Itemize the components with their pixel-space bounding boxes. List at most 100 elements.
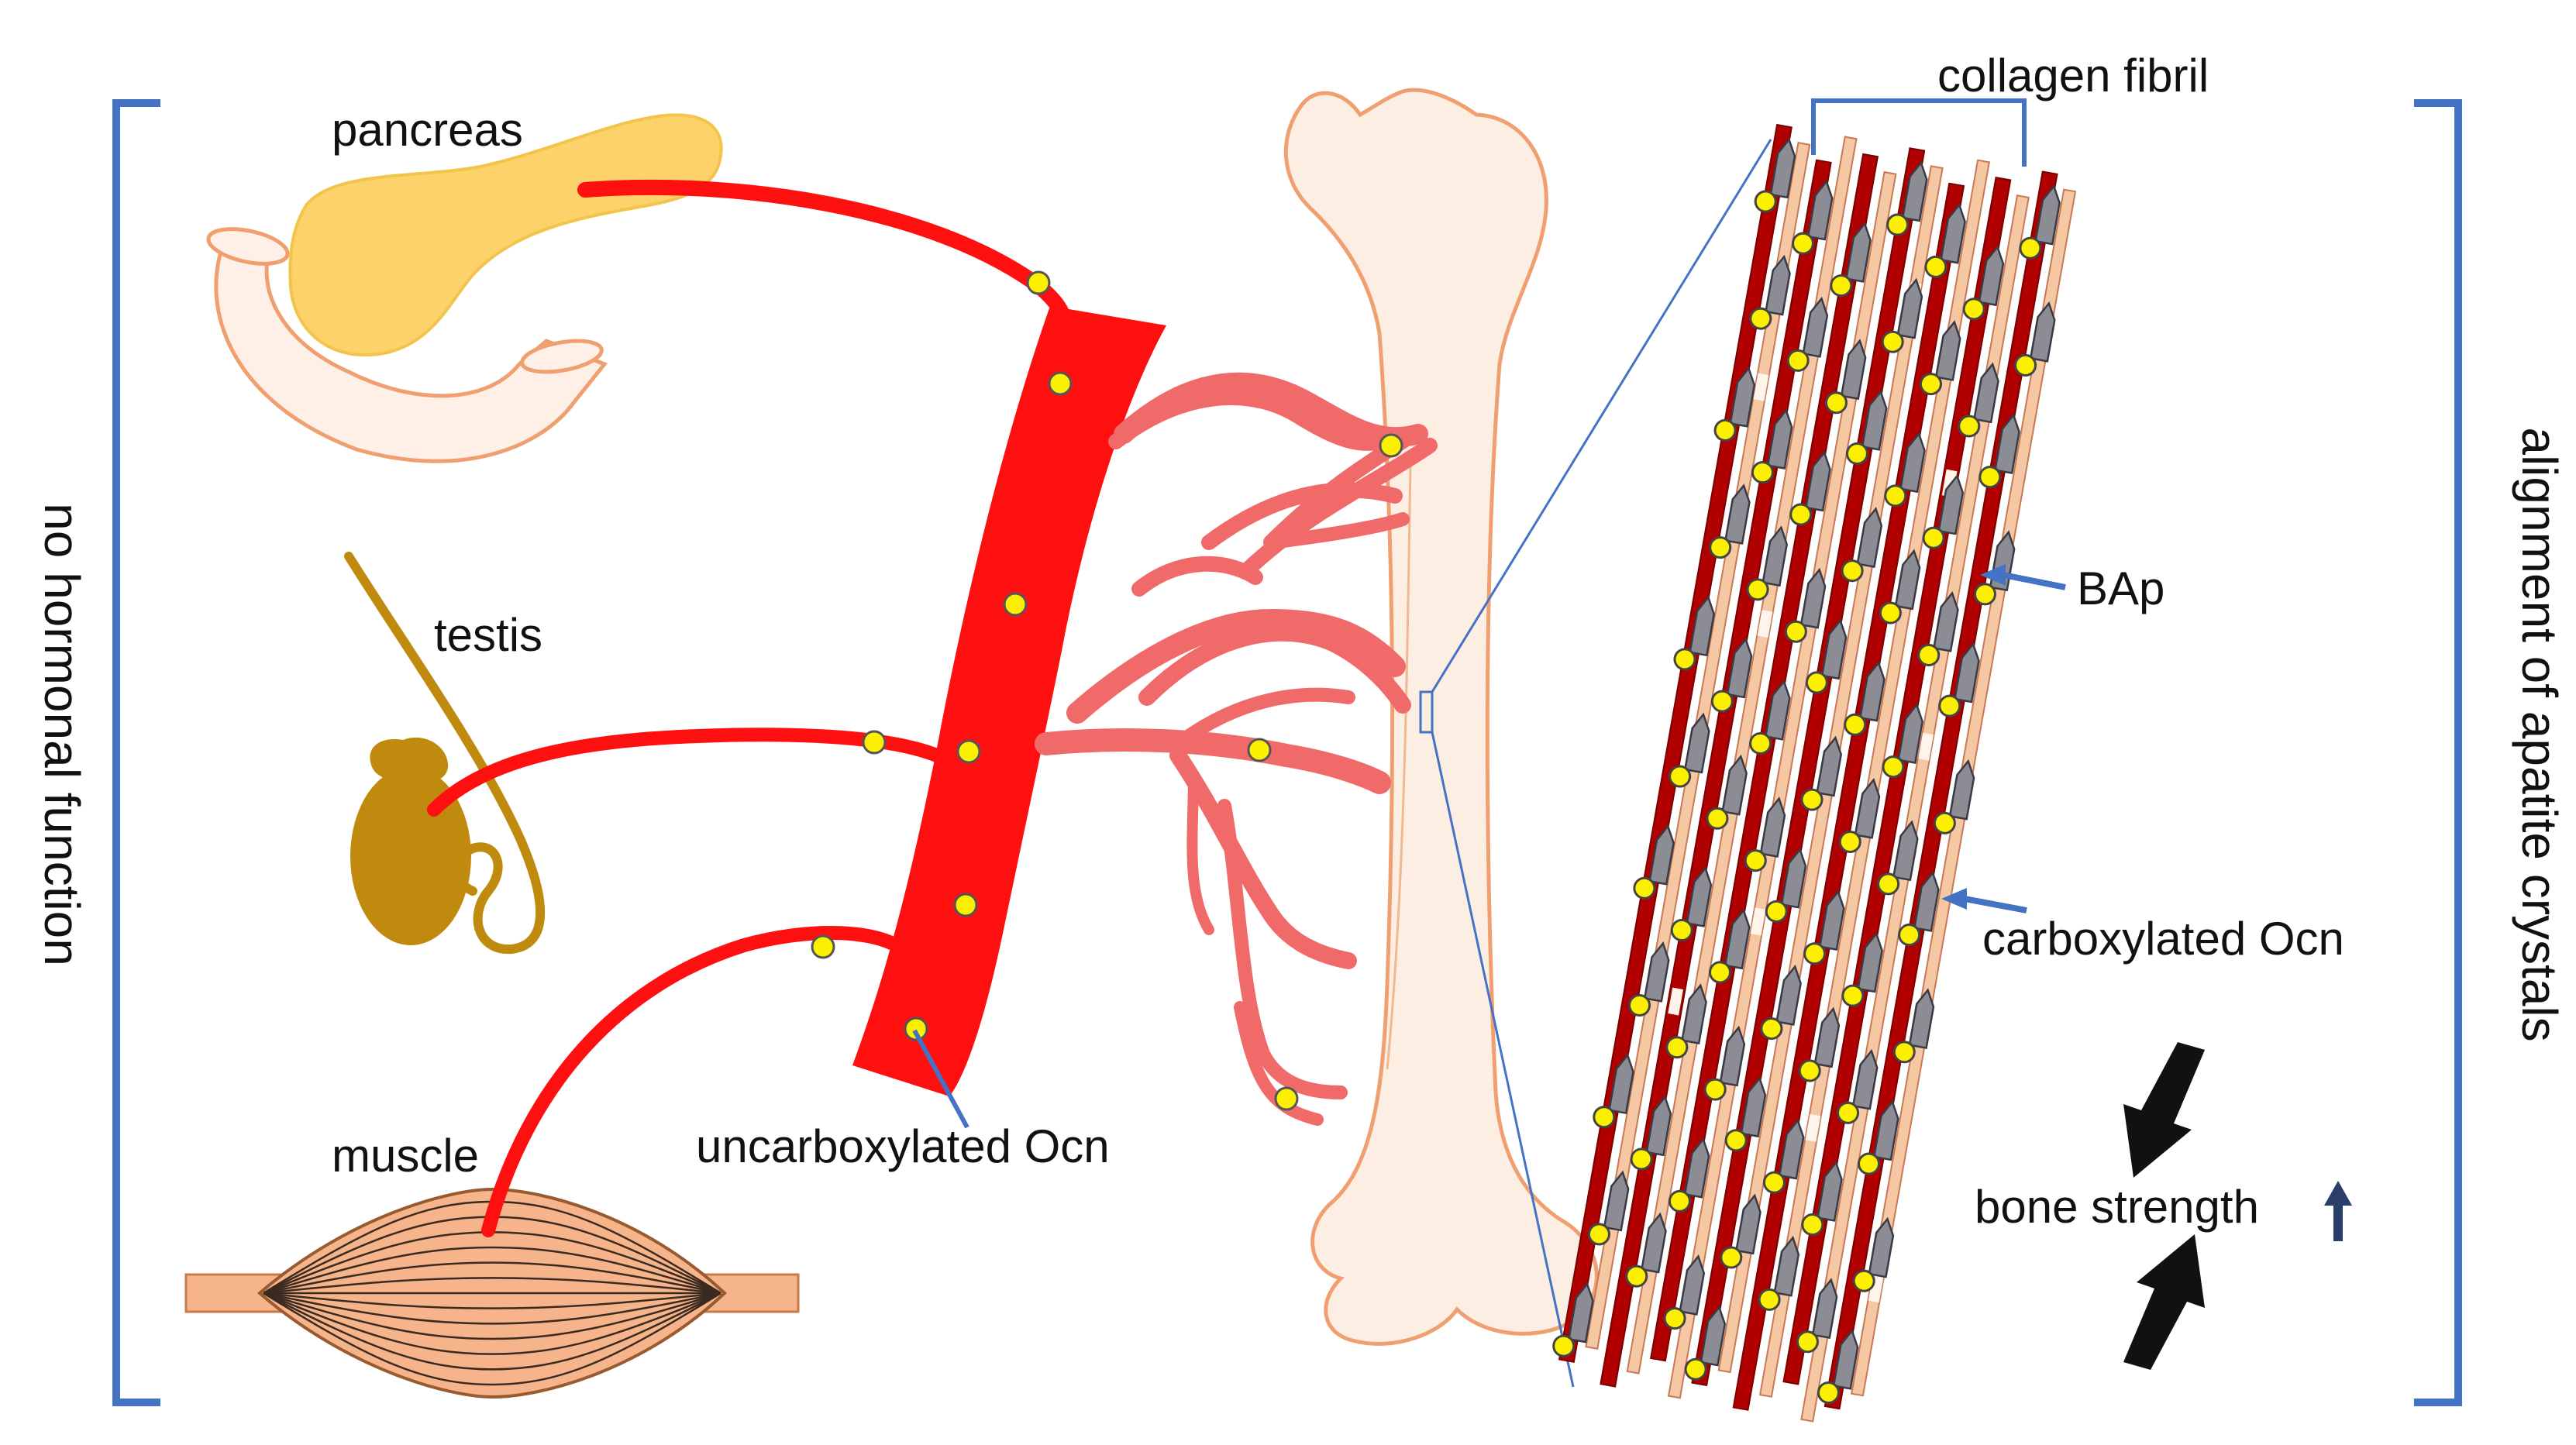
left-bracket: [112, 99, 160, 1406]
pancreas-body: [288, 113, 723, 357]
branch-mid-3: [1035, 728, 1391, 794]
ocn-dot: [904, 1017, 928, 1041]
apatite-crystal: [1844, 660, 1886, 736]
apatite-crystal: [1630, 1095, 1672, 1171]
vas-deferens: [344, 552, 546, 955]
branch-upper: [1108, 390, 1422, 597]
apatite-crystal: [1786, 296, 1829, 372]
muscle-fiber: [263, 1292, 721, 1340]
apatite-crystal: [1673, 595, 1715, 671]
femur-bone: [1283, 88, 1599, 1346]
apatite-crystal: [1805, 618, 1848, 694]
ocn-dot: [1003, 592, 1028, 617]
fibril-gap: [1750, 907, 1766, 936]
main-artery: [852, 306, 1166, 1096]
apatite-crystals: [1552, 137, 2061, 1404]
ocn-dot: [1048, 371, 1073, 396]
apatite-crystal: [1877, 820, 1919, 896]
compression-arrows-icon: [2123, 1042, 2205, 1370]
testis-label: testis: [434, 609, 542, 661]
apatite-crystal: [1892, 988, 1935, 1064]
bap-pointer: [2003, 572, 2066, 590]
vessel-pancreas: [577, 179, 1074, 349]
apatite-crystal: [2014, 301, 2056, 377]
right-bracket: [2414, 99, 2462, 1406]
carboxylated-ocn-pointer: [1964, 896, 2027, 913]
uncarboxylated-ocn-label: uncarboxylated Ocn: [696, 1120, 1110, 1172]
apatite-crystal: [1884, 432, 1926, 507]
muscle-fibers: [263, 1200, 721, 1386]
arrow-up-shaft: [2333, 1202, 2343, 1241]
branch-lower-2: [1217, 799, 1348, 1099]
branch-lower-3: [1234, 1001, 1324, 1126]
femur-shaft-line: [1386, 464, 1412, 1070]
muscle-icon: [184, 1187, 800, 1399]
apatite-crystal: [1744, 796, 1786, 872]
apatite-crystal: [1765, 847, 1807, 923]
collagen-fibril-label: collagen fibril: [1937, 50, 2209, 101]
apatite-crystal: [1754, 137, 1796, 213]
apatite-crystal: [2019, 184, 2061, 260]
apatite-crystal: [1898, 871, 1940, 947]
apatite-crystal: [1670, 866, 1713, 942]
pancreas-label: pancreas: [332, 104, 523, 156]
zoom-line-top: [1431, 139, 1772, 693]
epididymis: [370, 737, 449, 783]
apatite-crystal: [1784, 567, 1827, 643]
apatite-crystal: [1800, 735, 1842, 811]
fibril-gap: [1753, 373, 1769, 401]
apatite-crystal: [1796, 1278, 1838, 1354]
apatite-crystal: [1751, 408, 1793, 484]
ocn-dot: [953, 893, 978, 917]
ocn-dot: [956, 739, 981, 764]
branch-lower-4: [1186, 769, 1214, 935]
apatite-crystal: [1801, 1161, 1843, 1237]
branch-lower-main: [1169, 747, 1357, 969]
left-side-label: no hormonal function: [34, 503, 90, 966]
apatite-crystal: [1798, 1006, 1841, 1082]
muscle-fiber: [263, 1292, 721, 1371]
apatite-crystal: [1668, 1137, 1710, 1213]
apatite-crystal: [1803, 889, 1845, 965]
apatite-crystal: [1710, 637, 1753, 713]
collagen-fibril: [1626, 136, 1858, 1374]
uncarboxylated-ocn-dots: [811, 270, 1403, 1111]
ocn-dot: [1274, 1086, 1299, 1111]
apatite-crystal: [1938, 642, 1980, 717]
apatite-crystal: [1830, 222, 1872, 298]
apatite-crystal: [1749, 679, 1791, 755]
apatite-crystal: [1593, 1053, 1634, 1129]
apatite-crystal: [1922, 473, 1965, 549]
collagen-fibril-brace: [1811, 98, 2027, 167]
apatite-crystal: [1837, 1048, 1879, 1124]
muscle-fiber: [263, 1292, 721, 1309]
apatite-crystal: [1933, 759, 1975, 834]
apatite-crystal: [1841, 507, 1883, 583]
arrow-up-icon: [2324, 1181, 2352, 1241]
fibril-gap: [1668, 987, 1683, 1016]
apatite-crystal: [1625, 1212, 1667, 1288]
muscle-fiber: [263, 1292, 721, 1355]
apatite-crystal: [1958, 362, 1999, 438]
apatite-crystal: [1669, 712, 1710, 788]
muscle-fiber: [263, 1292, 721, 1386]
ocn-dot: [1026, 270, 1051, 295]
apatite-crystal: [1663, 1254, 1706, 1330]
ocn-dot: [1247, 738, 1272, 762]
branch-mid-main: [1066, 608, 1406, 724]
apatite-crystal: [1881, 277, 1923, 353]
apatite-crystal: [1791, 179, 1834, 255]
apatite-crystal: [1552, 1282, 1594, 1357]
apatite-crystal: [1758, 1235, 1800, 1311]
arterial-tree: [852, 306, 1438, 1126]
pancreas-icon: [206, 113, 723, 463]
apatite-crystal: [1706, 754, 1748, 830]
apatite-crystal: [1709, 908, 1751, 984]
apatite-crystal: [1703, 1025, 1746, 1101]
apatite-crystal: [1879, 549, 1921, 624]
apatite-crystal: [1858, 1099, 1899, 1175]
uncarboxylated-ocn-pointer: [912, 1029, 969, 1129]
right-side-label: alignment of apatite crystals: [2512, 427, 2567, 1041]
compression-arrow-down: [2123, 1042, 2205, 1178]
apatite-crystal: [1628, 941, 1670, 1017]
